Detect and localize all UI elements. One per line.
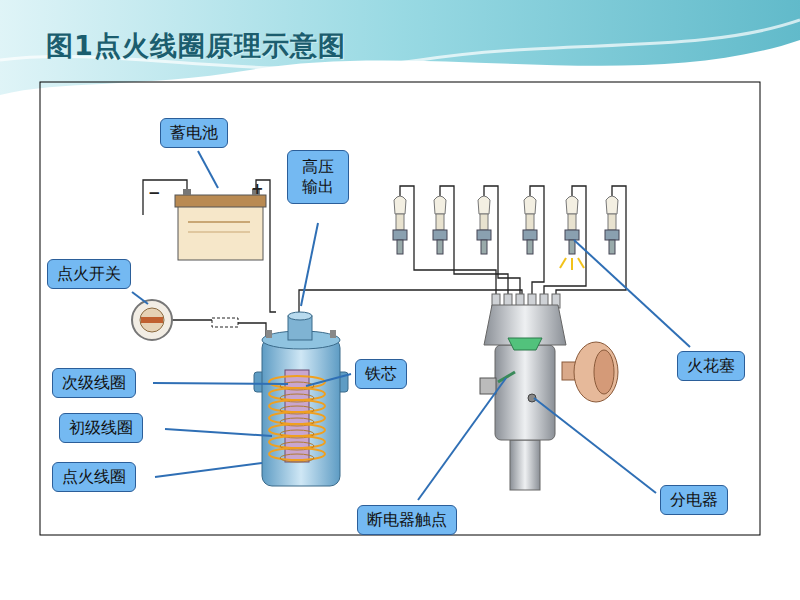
spark-plug [393, 186, 496, 300]
callout-box: 断电器触点 [357, 505, 457, 535]
callout-box: 蓄电池 [160, 118, 228, 148]
callout-label: 火花塞 [687, 356, 735, 376]
terminal-sign: − [148, 186, 161, 201]
header-wave-line [0, 20, 800, 68]
callout-box: 火花塞 [677, 351, 745, 381]
spark-plug [477, 186, 520, 300]
header-wave [0, 0, 800, 95]
frame [40, 82, 760, 535]
spark [560, 258, 584, 270]
callout-label: 铁芯 [365, 364, 397, 384]
callout-box: 高压 输出 [287, 150, 349, 204]
battery [175, 189, 266, 260]
callout-box: 铁芯 [355, 359, 407, 389]
callout-label: 蓄电池 [170, 123, 218, 143]
slide-title: 图1点火线圈原理示意图 [46, 28, 346, 64]
callout-label: 初级线圈 [69, 418, 133, 438]
spark-plug [544, 186, 586, 300]
spark-plug [433, 186, 508, 300]
ignition-coil [254, 312, 348, 486]
callout-label: 分电器 [670, 490, 718, 510]
fuse [212, 318, 238, 327]
spark-plug [523, 186, 544, 300]
spark-plug [556, 186, 626, 300]
callout-box: 次级线圈 [52, 368, 136, 398]
distributor [480, 305, 618, 490]
ignition-switch [132, 300, 172, 340]
leader-lines [132, 151, 690, 500]
callout-box: 点火开关 [47, 259, 131, 289]
callout-box: 分电器 [660, 485, 728, 515]
callout-label: 次级线圈 [62, 373, 126, 393]
callout-box: 初级线圈 [59, 413, 143, 443]
callout-label: 点火线圈 [62, 467, 126, 487]
callout-box: 点火线圈 [52, 462, 136, 492]
callout-label: 高压 输出 [296, 157, 340, 197]
terminal-sign: + [251, 182, 264, 197]
callout-label: 断电器触点 [367, 510, 447, 530]
callout-label: 点火开关 [57, 264, 121, 284]
